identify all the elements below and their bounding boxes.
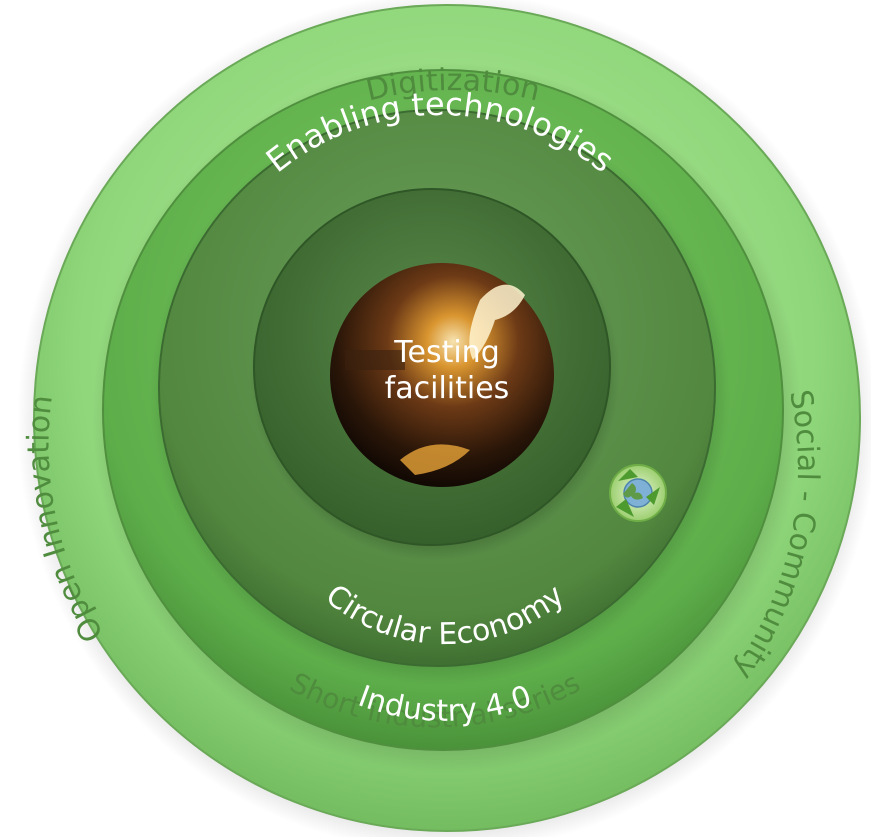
center-label-line2: facilities xyxy=(385,371,510,406)
recycle-globe-icon xyxy=(609,464,667,522)
foundry-photo xyxy=(330,263,554,487)
center-label-line1: Testing xyxy=(393,335,499,370)
